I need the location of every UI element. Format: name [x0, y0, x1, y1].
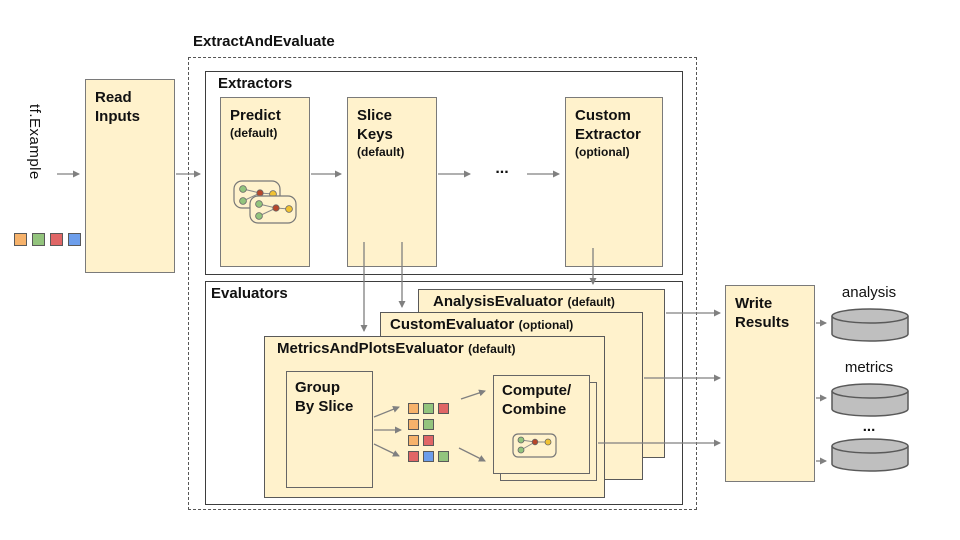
analysis-evaluator-name: AnalysisEvaluator — [433, 293, 564, 310]
extract-and-evaluate-container — [188, 57, 697, 510]
combine-network-icon — [512, 433, 558, 464]
extractors-group: Extractors — [205, 71, 683, 275]
slice-keys-qualifier: (default) — [357, 145, 405, 159]
evaluators-label: Evaluators — [211, 285, 288, 302]
read-inputs-label: Read Inputs — [95, 89, 140, 125]
more-outputs-database-icon — [830, 437, 910, 480]
custom-evaluator-title: CustomEvaluator (optional) — [381, 313, 642, 334]
custom-extractor-label: Custom Extractor — [575, 107, 641, 143]
output-ellipsis-label: ... — [862, 418, 876, 435]
slice-keys-extractor-box: Slice Keys (default) — [347, 97, 437, 267]
custom-evaluator-qualifier: (optional) — [518, 318, 574, 332]
predict-label: Predict — [230, 107, 281, 124]
compute-combine-box: Compute/ Combine — [493, 375, 590, 474]
group-by-slice-box: Group By Slice — [286, 371, 373, 488]
slice-row — [408, 403, 449, 414]
slice-keys-label: Slice Keys — [357, 107, 393, 143]
write-results-box: Write Results — [725, 285, 815, 482]
custom-extractor-box: Custom Extractor (optional) — [565, 97, 663, 267]
slice-row — [408, 451, 449, 462]
custom-extractor-qualifier: (optional) — [575, 145, 630, 159]
read-inputs-box: Read Inputs — [85, 79, 175, 273]
analysis-database-icon — [830, 307, 910, 350]
custom-evaluator-name: CustomEvaluator — [390, 316, 515, 333]
input-format-squares — [14, 233, 81, 246]
group-by-slice-label: Group By Slice — [295, 379, 354, 415]
extractors-ellipsis: ... — [495, 160, 509, 177]
analysis-evaluator-title: AnalysisEvaluator (default) — [419, 290, 664, 311]
output-analysis-label: analysis — [841, 284, 897, 301]
evaluators-group: Evaluators — [205, 281, 683, 505]
pipeline-title: ExtractAndEvaluate — [193, 33, 335, 50]
input-label: tf.Example — [26, 104, 43, 180]
metrics-and-plots-evaluator-qualifier: (default) — [468, 342, 516, 356]
extractors-label: Extractors — [218, 75, 293, 92]
metrics-and-plots-evaluator-title: MetricsAndPlotsEvaluator (default) — [265, 337, 604, 358]
output-metrics-label: metrics — [844, 359, 894, 376]
predict-extractor-box: Predict (default) — [220, 97, 310, 267]
write-results-label: Write Results — [735, 295, 790, 331]
metrics-database-icon — [830, 382, 910, 425]
model-network-icon — [233, 180, 297, 229]
metrics-and-plots-evaluator-box: MetricsAndPlotsEvaluator (default) Group… — [264, 336, 605, 498]
analysis-evaluator-qualifier: (default) — [567, 295, 615, 309]
slice-row — [408, 435, 434, 446]
compute-combine-label: Compute/ Combine — [502, 382, 572, 418]
metrics-and-plots-evaluator-name: MetricsAndPlotsEvaluator — [277, 340, 464, 357]
predict-qualifier: (default) — [230, 126, 278, 140]
slice-row — [408, 419, 434, 430]
